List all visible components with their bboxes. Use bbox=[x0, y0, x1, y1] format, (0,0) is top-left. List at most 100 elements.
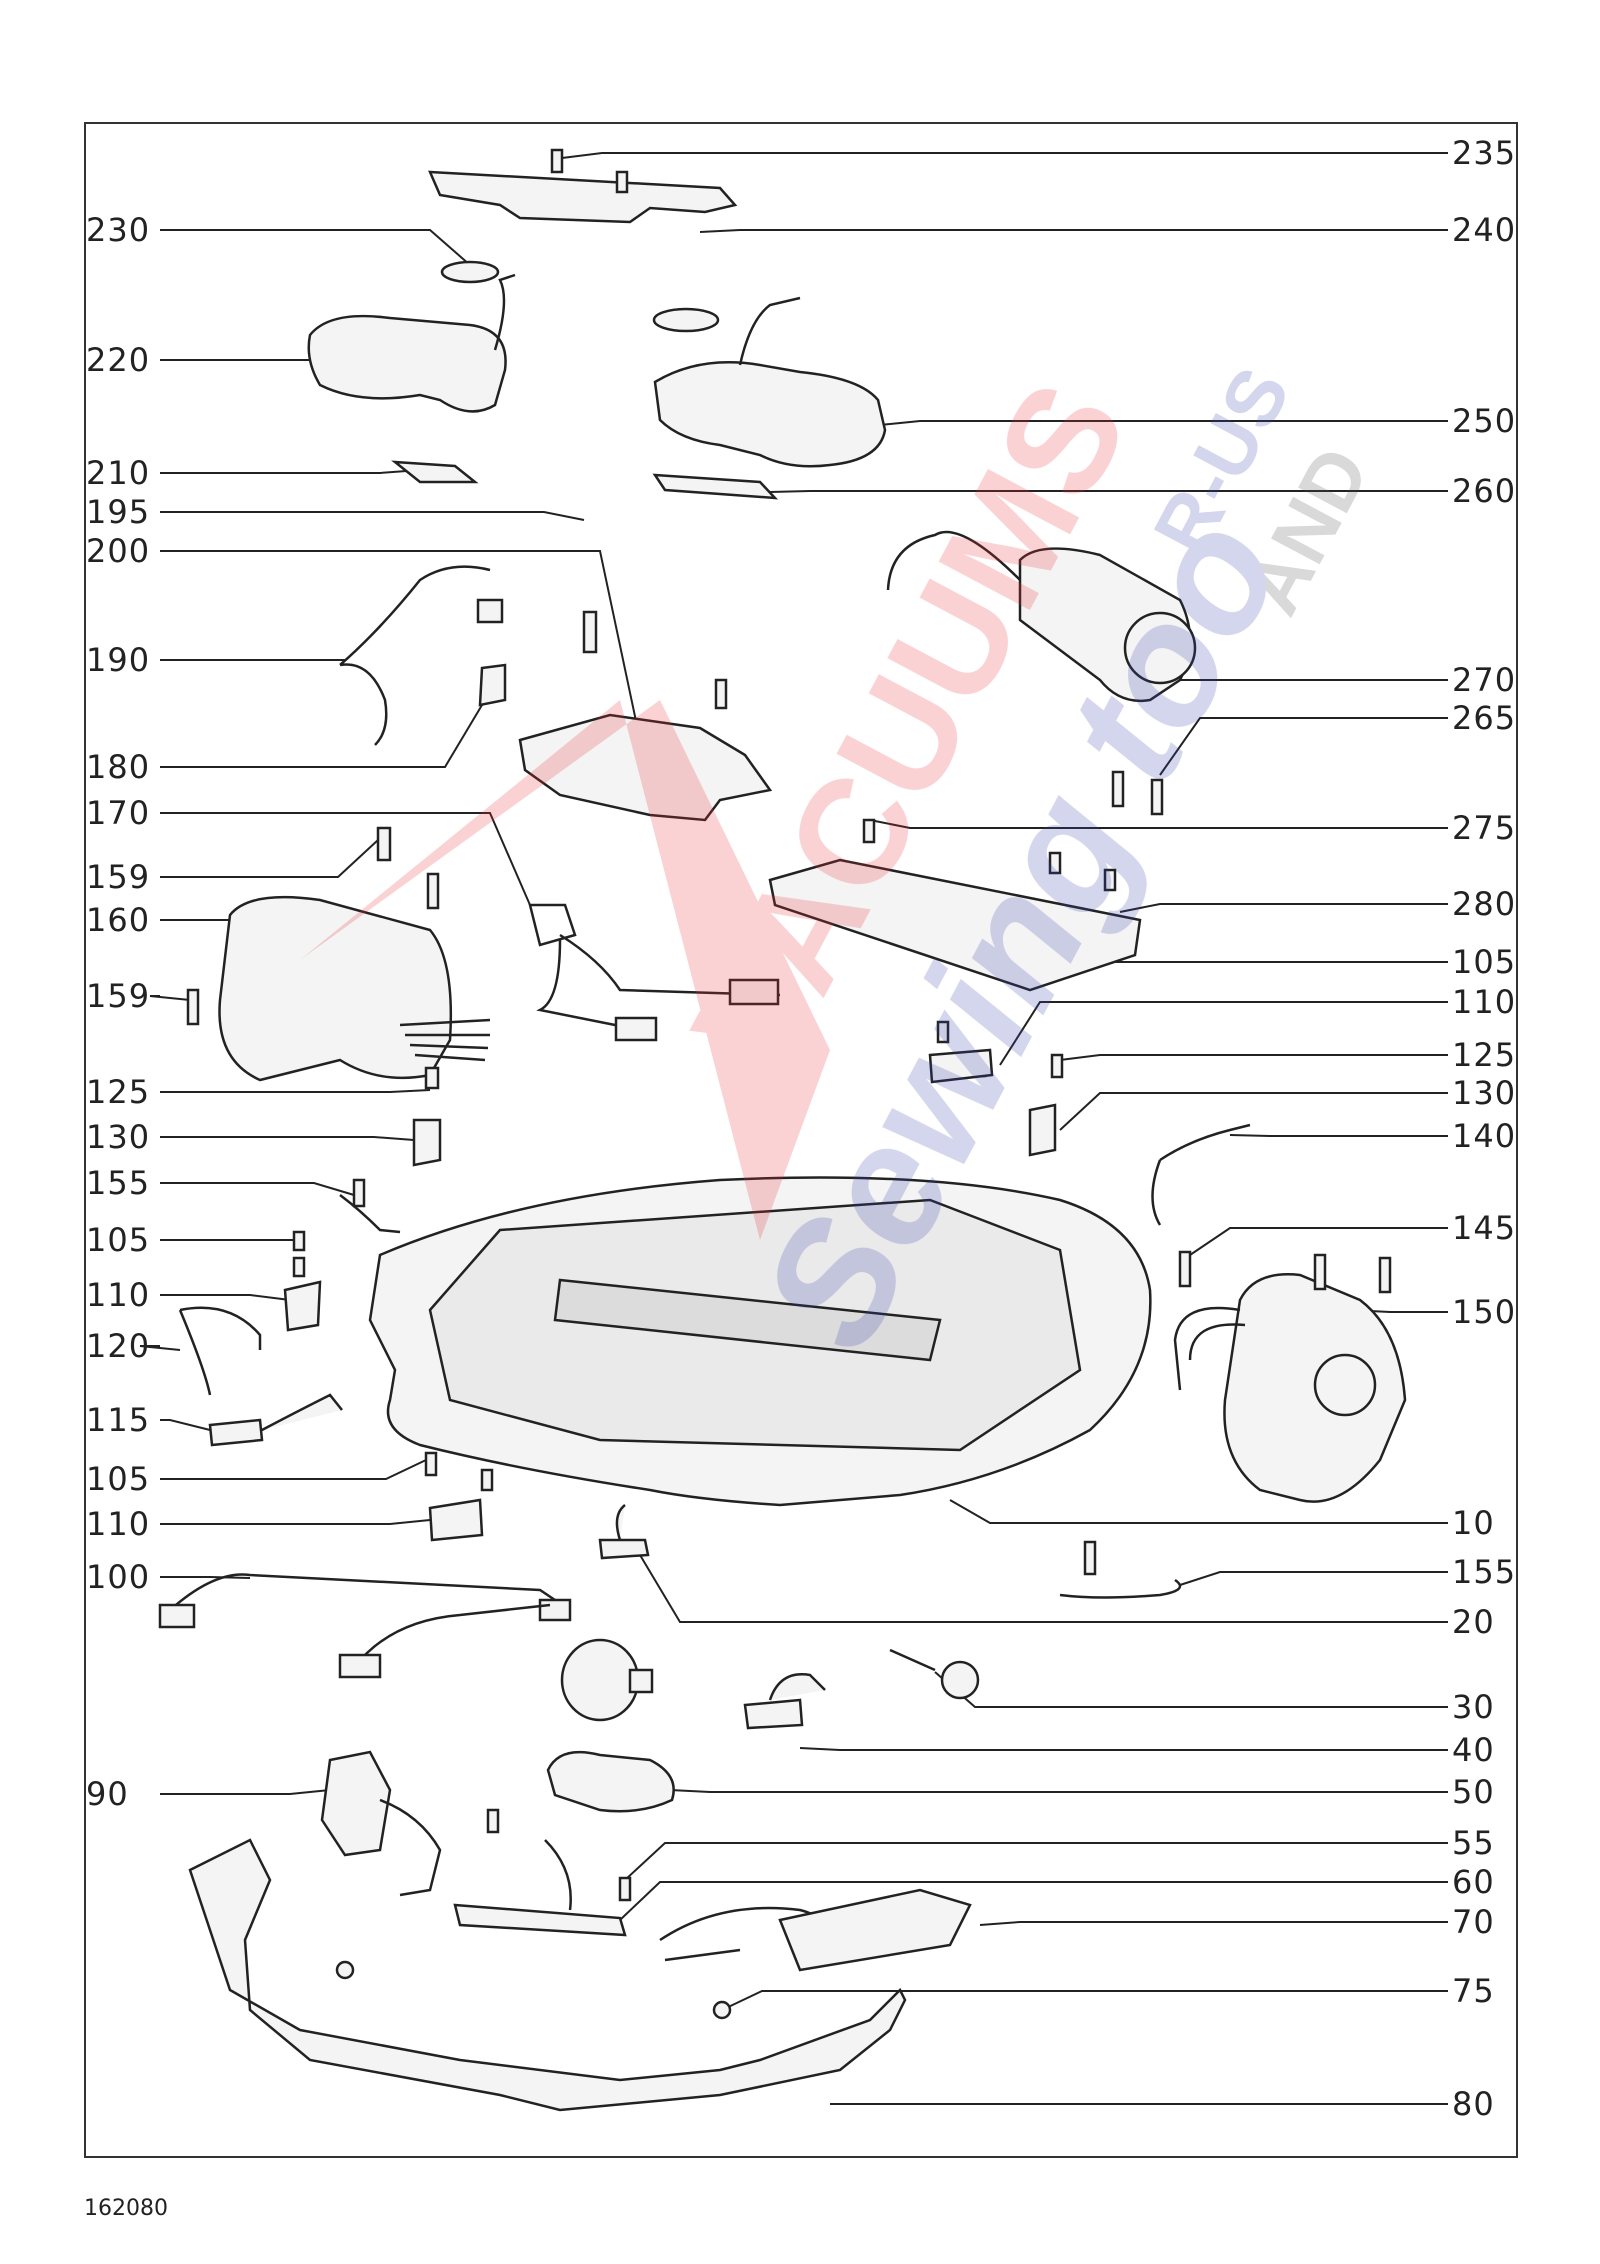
callout-label-70: 70 bbox=[1452, 1903, 1495, 1941]
leader-line-110 bbox=[160, 1519, 431, 1525]
callout-label-220: 220 bbox=[86, 341, 151, 379]
callout-label-140: 140 bbox=[1452, 1117, 1517, 1155]
callout-label-160: 160 bbox=[86, 901, 151, 939]
part-220-wire bbox=[493, 273, 516, 351]
leader-line-110 bbox=[160, 1294, 291, 1301]
leader-line-10 bbox=[949, 1499, 1448, 1524]
callout-label-190: 190 bbox=[86, 641, 151, 679]
part-150-gear bbox=[1313, 1353, 1377, 1417]
leader-line-250 bbox=[879, 420, 1448, 426]
leader-line-125 bbox=[160, 1089, 431, 1093]
part-100-cable-2 bbox=[364, 1603, 551, 1656]
part-270-wire bbox=[886, 530, 1021, 591]
leader-line-20 bbox=[639, 1554, 1448, 1623]
part-220-gearbox-left bbox=[307, 314, 507, 413]
part-110-sensor-lower bbox=[428, 1498, 484, 1542]
leader-line-260 bbox=[769, 490, 1448, 493]
part-120-cable bbox=[178, 1306, 262, 1396]
leader-line-159 bbox=[149, 995, 191, 1001]
callout-label-110: 110 bbox=[86, 1276, 151, 1314]
callout-label-159: 159 bbox=[86, 977, 151, 1015]
callout-label-210: 210 bbox=[86, 454, 151, 492]
part-170-harness bbox=[528, 903, 781, 1032]
callout-label-80: 80 bbox=[1452, 2085, 1495, 2123]
parts-group bbox=[158, 148, 1407, 2112]
part-100-plug-2 bbox=[538, 1598, 572, 1622]
leader-line-90 bbox=[160, 1789, 331, 1795]
part-60-ribbon bbox=[544, 1839, 572, 1911]
part-50-wheel-housing bbox=[546, 1750, 675, 1813]
part-250-wire bbox=[738, 296, 801, 366]
callout-label-40: 40 bbox=[1452, 1731, 1495, 1769]
callout-label-170: 170 bbox=[86, 794, 151, 832]
part-70-bumper-piece bbox=[778, 1888, 972, 1972]
callout-label-250: 250 bbox=[1452, 402, 1517, 440]
part-130-sensor-right bbox=[1028, 1103, 1057, 1157]
callout-label-275: 275 bbox=[1452, 809, 1517, 847]
callout-label-235: 235 bbox=[1452, 134, 1517, 172]
callout-label-200: 200 bbox=[86, 532, 151, 570]
callout-label-20: 20 bbox=[1452, 1603, 1495, 1641]
leader-line-210 bbox=[160, 469, 421, 474]
leader-line-55 bbox=[624, 1842, 1448, 1881]
callout-label-195: 195 bbox=[86, 493, 151, 531]
part-159-screws bbox=[186, 826, 440, 1026]
part-60-sensor-board bbox=[453, 1903, 627, 1937]
document-code: 162080 bbox=[84, 2196, 168, 2221]
part-200-sensor-module bbox=[518, 713, 773, 822]
callout-label-260: 260 bbox=[1452, 472, 1517, 510]
leader-line-140 bbox=[1229, 1134, 1448, 1137]
part-100-plug-3 bbox=[338, 1653, 382, 1679]
leader-line-30 bbox=[934, 1671, 1448, 1708]
part-250-gearbox-right bbox=[653, 361, 887, 468]
part-270-motor-face bbox=[1123, 611, 1197, 685]
callout-label-115: 115 bbox=[86, 1401, 151, 1439]
leader-line-130 bbox=[160, 1136, 415, 1141]
leader-line-155 bbox=[1179, 1571, 1448, 1586]
callout-label-125: 125 bbox=[1452, 1036, 1517, 1074]
callout-label-105: 105 bbox=[1452, 943, 1517, 981]
leader-line-115 bbox=[160, 1419, 211, 1431]
leader-line-75 bbox=[721, 1990, 1448, 2011]
leader-line-195 bbox=[160, 511, 585, 521]
part-105-screws-left bbox=[292, 1230, 306, 1278]
callout-label-130: 130 bbox=[1452, 1074, 1517, 1112]
callout-label-110: 110 bbox=[1452, 983, 1517, 1021]
leader-line-50 bbox=[669, 1789, 1448, 1793]
part-260-clip bbox=[652, 473, 779, 500]
part-145-screws bbox=[1178, 1250, 1392, 1294]
part-170-plug bbox=[728, 978, 780, 1006]
part-105-screws-lower bbox=[424, 1451, 494, 1492]
part-75-screws bbox=[335, 1960, 732, 2020]
part-230-pad-right bbox=[652, 307, 720, 333]
part-140-cable bbox=[1151, 1123, 1251, 1226]
part-125-screw-right bbox=[1050, 1053, 1064, 1079]
leader-line-235 bbox=[561, 152, 1448, 159]
leader-line-230 bbox=[160, 229, 471, 266]
part-230-pad-left bbox=[440, 260, 500, 284]
part-30-caster-wheel bbox=[940, 1660, 980, 1700]
part-110-sensor-left bbox=[283, 1280, 322, 1332]
leader-line-125 bbox=[1059, 1054, 1448, 1061]
callout-label-100: 100 bbox=[86, 1558, 151, 1596]
leader-line-265 bbox=[1159, 717, 1448, 776]
callout-label-145: 145 bbox=[1452, 1209, 1517, 1247]
part-265-screws bbox=[1111, 770, 1164, 816]
part-130-sensor-left bbox=[412, 1118, 442, 1167]
part-30-caster-axle bbox=[889, 1648, 936, 1672]
leader-line-120 bbox=[139, 1345, 181, 1351]
part-90-bumper-sensor bbox=[320, 1750, 392, 1857]
callout-label-265: 265 bbox=[1452, 699, 1517, 737]
callout-label-105: 105 bbox=[86, 1460, 151, 1498]
leader-line-130 bbox=[1059, 1092, 1448, 1131]
diagram-frame bbox=[84, 122, 1518, 2158]
callout-label-60: 60 bbox=[1452, 1863, 1495, 1901]
part-20-sensor bbox=[598, 1504, 650, 1560]
part-100-cable-1 bbox=[169, 1573, 556, 1611]
leader-line-170 bbox=[160, 812, 531, 906]
part-100-plug-1 bbox=[158, 1603, 196, 1629]
part-155-screw-right bbox=[1083, 1540, 1097, 1576]
part-195-screws bbox=[582, 610, 728, 710]
leader-lines bbox=[139, 152, 1448, 2105]
callout-label-155: 155 bbox=[1452, 1553, 1517, 1591]
